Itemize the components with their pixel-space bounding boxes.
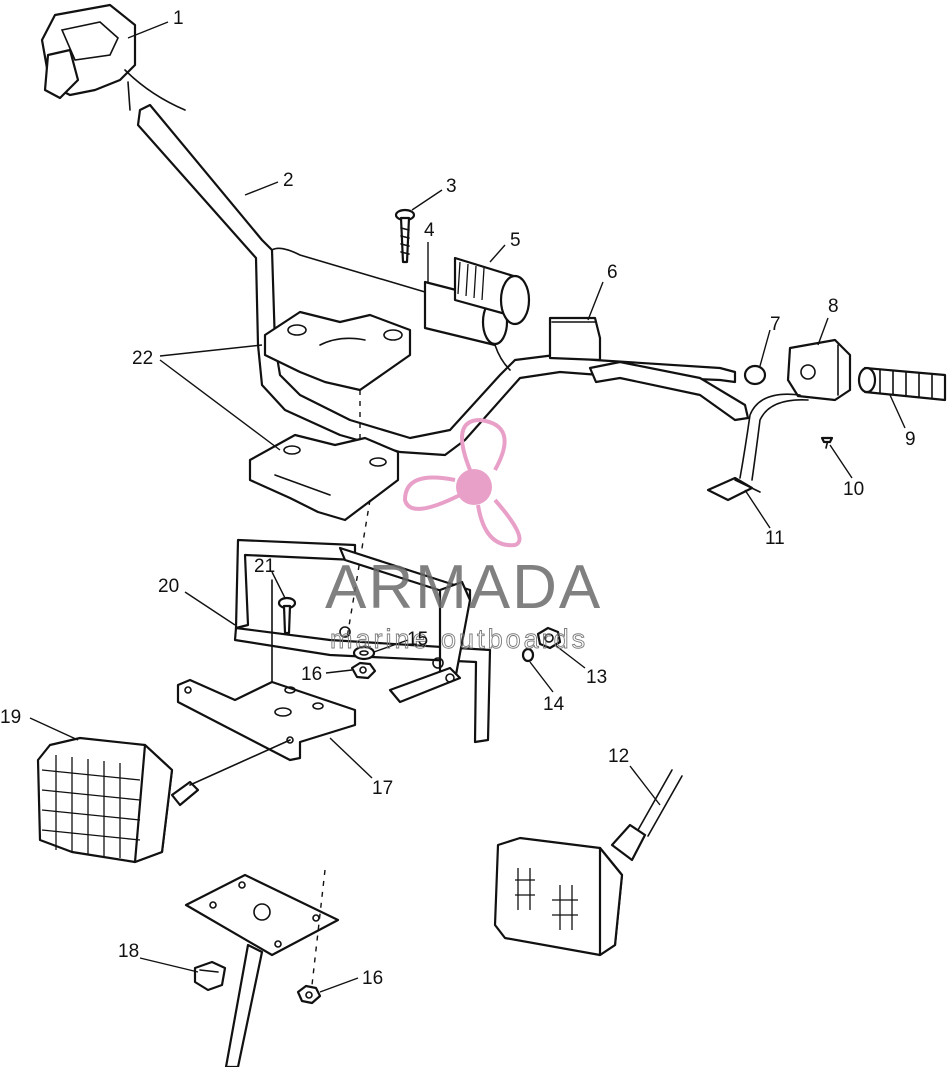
callout-7: 7 (770, 314, 781, 335)
callout-20: 20 (158, 576, 179, 597)
light-bracket-frame (233, 538, 492, 744)
callout-19: 19 (0, 707, 21, 728)
callout-9: 9 (905, 429, 916, 450)
callout-11: 11 (765, 528, 785, 549)
nut-right (536, 626, 562, 650)
washer-upper (352, 645, 376, 661)
callout-8: 8 (828, 296, 839, 317)
headlight (36, 736, 291, 864)
connector (193, 960, 227, 992)
handlebar (136, 103, 737, 457)
mounting-plate (176, 579, 357, 762)
callout-4: 4 (424, 220, 435, 241)
lower-bracket (184, 873, 340, 1067)
bracket-bolt (277, 596, 297, 635)
watermark-logo (402, 417, 522, 548)
work-light (493, 769, 683, 957)
watermark-brand: ARMADA (325, 553, 602, 622)
callout-12: 12 (608, 746, 629, 767)
brake-lever-assembly (548, 316, 750, 422)
callout-2: 2 (283, 170, 294, 191)
washer-right (521, 647, 535, 663)
right-switch-housing (786, 338, 852, 402)
callout-14: 14 (543, 694, 565, 715)
throttle-spacer (743, 364, 767, 386)
callout-10: 10 (843, 479, 864, 500)
left-switch-housing (40, 3, 186, 111)
callout-6: 6 (607, 262, 618, 283)
callout-3: 3 (446, 176, 457, 197)
callout-15: 15 (407, 629, 428, 650)
handlebar-clamp-lower (248, 433, 400, 522)
callout-16-lower: 16 (362, 968, 383, 989)
watermark-tagline: marine outboards (330, 624, 588, 654)
callout-21: 21 (254, 556, 275, 577)
nut-upper (350, 661, 377, 680)
callout-16-upper: 16 (301, 664, 322, 685)
callout-22: 22 (132, 348, 153, 369)
callout-17: 17 (372, 778, 393, 799)
screw (820, 436, 834, 449)
callout-5: 5 (510, 230, 521, 251)
nut-lower (296, 984, 322, 1005)
right-grip (857, 366, 947, 402)
callout-18: 18 (118, 941, 139, 962)
throttle-cover (453, 256, 531, 326)
callout-13: 13 (586, 667, 607, 688)
leader-lines (29, 21, 906, 993)
watermark-text: ARMADA marine outboards (325, 553, 602, 654)
callout-1: 1 (173, 8, 184, 29)
throttle-cable (706, 393, 809, 502)
callouts: 1 2 3 4 5 6 7 8 9 10 11 12 13 14 15 16 1… (0, 8, 916, 989)
bolt (394, 208, 416, 264)
handlebar-clamp-upper (263, 310, 412, 392)
